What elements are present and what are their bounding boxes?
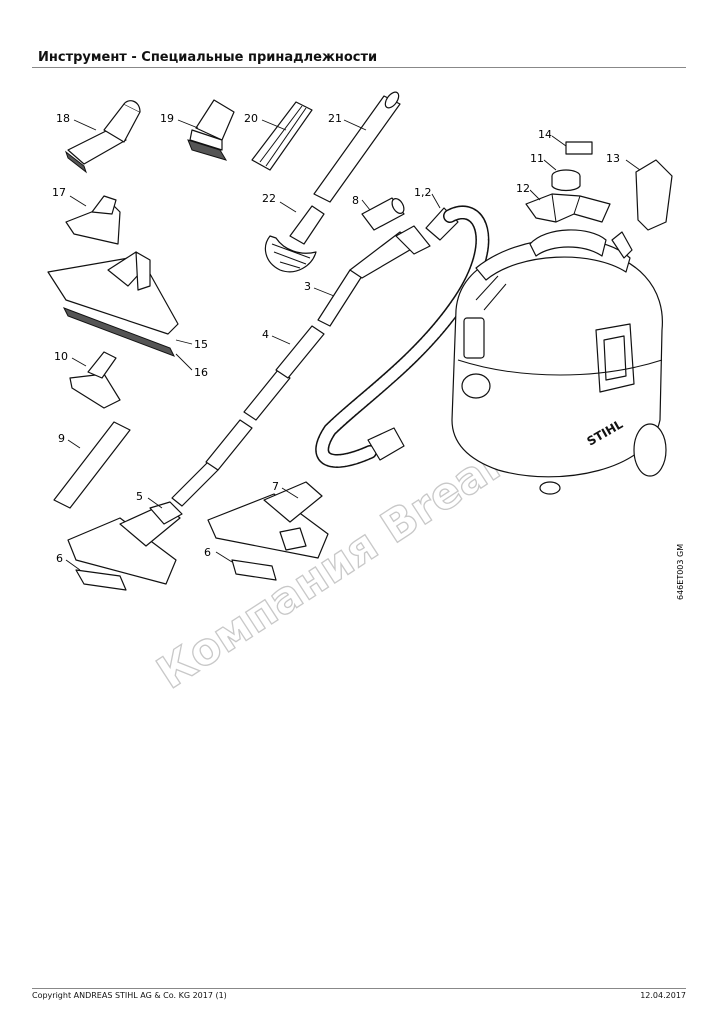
part-11-filter-cap xyxy=(551,169,581,192)
callout-8: 8 xyxy=(352,194,359,207)
vacuum-cleaner-body: STIHL xyxy=(451,229,667,495)
callout-14: 14 xyxy=(538,128,552,141)
part-18-brush-nozzle xyxy=(65,100,141,174)
part-17-upholstery-nozzle xyxy=(65,195,121,245)
leader-lines xyxy=(65,119,641,571)
callout-1-2: 1,2 xyxy=(414,186,432,199)
callout-13: 13 xyxy=(606,152,620,165)
part-6-nozzle-sole-a xyxy=(75,569,127,591)
part-10-small-nozzle xyxy=(69,351,121,409)
part-7-floor-nozzle xyxy=(207,481,329,559)
callout-15: 15 xyxy=(194,338,208,351)
part-12-filter-holder xyxy=(525,193,611,223)
part-9-crevice-nozzle xyxy=(53,421,131,509)
callout-7: 7 xyxy=(272,480,279,493)
part-22-round-brush xyxy=(264,205,325,273)
callout-9: 9 xyxy=(58,432,65,445)
copyright-text: Copyright ANDREAS STIHL AG & Co. KG 2017… xyxy=(32,991,227,1000)
footer-divider xyxy=(32,988,686,989)
callout-10: 10 xyxy=(54,350,68,363)
header-divider xyxy=(32,67,686,68)
part-6-nozzle-sole-b xyxy=(231,559,277,581)
callout-4: 4 xyxy=(262,328,269,341)
callout-12: 12 xyxy=(516,182,530,195)
callout-20: 20 xyxy=(244,112,258,125)
part-13-clip-holder xyxy=(635,159,673,231)
part-14-label xyxy=(565,141,593,155)
callout-5: 5 xyxy=(136,490,143,503)
part-16-floor-nozzle-insert xyxy=(62,307,176,357)
callout-18: 18 xyxy=(56,112,70,125)
callout-6a: 6 xyxy=(56,552,63,565)
callout-6b: 6 xyxy=(204,546,211,559)
callout-11: 11 xyxy=(530,152,544,165)
part-5-combi-nozzle xyxy=(67,501,183,585)
drawing-id: 646ET003 GM xyxy=(676,544,685,600)
callout-21: 21 xyxy=(328,112,342,125)
callout-16: 16 xyxy=(194,366,208,379)
part-19-upholstery-brush xyxy=(187,99,235,161)
part-15-floor-nozzle xyxy=(47,251,179,335)
callout-17: 17 xyxy=(52,186,66,199)
part-3-handle xyxy=(317,225,431,327)
part-8-adapter xyxy=(361,197,405,231)
callout-3: 3 xyxy=(304,280,311,293)
part-1-2-suction-hose xyxy=(315,205,490,468)
callout-22: 22 xyxy=(262,192,276,205)
part-20-flat-nozzle xyxy=(251,101,313,171)
callout-19: 19 xyxy=(160,112,174,125)
part-21-crevice-tube xyxy=(313,91,401,203)
footer-date: 12.04.2017 xyxy=(640,991,686,1000)
part-4-suction-tubes xyxy=(171,325,325,507)
page-title: Инструмент - Специальные принадлежности xyxy=(38,50,378,65)
